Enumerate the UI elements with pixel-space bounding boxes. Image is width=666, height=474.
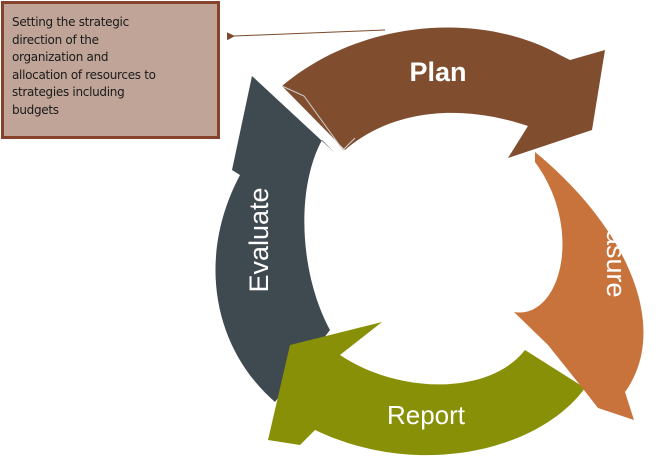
stage-arrow-report [268,322,585,456]
stage-label-report: Report [387,400,466,430]
callout-connector [226,29,386,41]
stage-label-measure: Measure [601,192,631,297]
callout-line: strategies including [12,85,125,99]
stage-label-evaluate: Evaluate [244,187,274,292]
callout-line: allocation of resources to [12,67,156,82]
callout-line: budgets [12,102,59,117]
stage-outline-plan [281,85,356,151]
callout-box: Setting the strategic direction of the o… [1,1,220,139]
callout-line: Setting the strategic [12,15,129,29]
callout-line: direction of the [12,32,99,47]
stage-label-plan: Plan [409,57,466,87]
callout-line: organization and [12,50,109,64]
stage-arrow-measure [514,152,644,420]
stage-arrow-evaluate [215,76,335,402]
stage-arrow-plan [282,27,605,159]
